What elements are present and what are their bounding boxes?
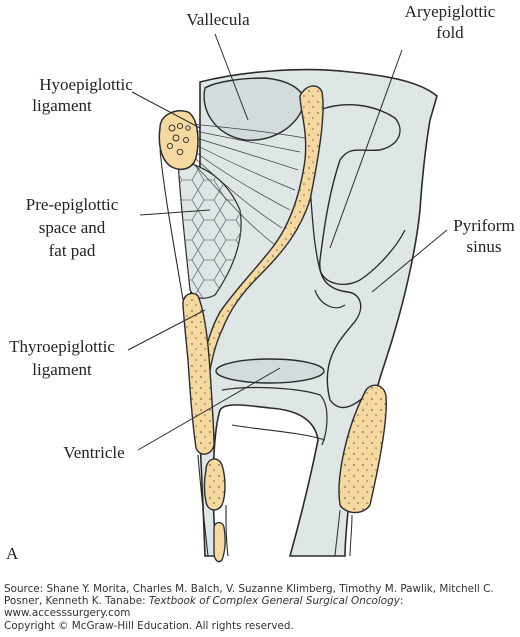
label-vallecula: Vallecula (186, 10, 250, 29)
caption-book-title: Textbook of Complex General Surgical Onc… (148, 595, 400, 608)
caption-colon: : (399, 595, 404, 608)
leader-lines (127, 33, 448, 451)
vocal-fold-contour (221, 386, 328, 446)
subglottic-contour (231, 424, 326, 441)
tracheal-ring (213, 521, 226, 563)
label-pyriform-1: Pyriform (453, 216, 514, 235)
label-ventricle: Ventricle (63, 443, 124, 462)
label-aryepiglottic-2: fold (436, 23, 464, 42)
label-preepiglottic-2: space and (39, 218, 106, 237)
source-caption: Source: Shane Y. Morita, Charles M. Balc… (4, 583, 516, 632)
aryepiglottic-fold-outline (307, 164, 406, 285)
label-aryepiglottic-1: Aryepiglottic (405, 2, 496, 21)
label-preepiglottic-1: Pre-epiglottic (26, 195, 119, 214)
posterior-tissue-lines (334, 509, 353, 557)
label-hyoepiglottic-1: Hyoepiglottic (39, 75, 133, 94)
caption-website[interactable]: www.accesssurgery.com (4, 607, 131, 620)
hyoepiglottic-ligament-fibres (189, 123, 306, 246)
label-preepiglottic-3: fat pad (49, 241, 96, 260)
caption-copyright: Copyright © McGraw-Hill Education. All r… (4, 619, 294, 632)
label-pyriform-2: sinus (467, 237, 502, 256)
anterior-soft-tissue-lines (159, 149, 229, 557)
panel-letter: A (6, 544, 19, 563)
caption-source: Source: Shane Y. Morita, Charles M. Balc… (4, 583, 494, 608)
hyoid-texture (166, 122, 191, 156)
ventricle-shape (215, 358, 325, 384)
label-thyroepiglottic-1: Thyroepiglottic (9, 337, 115, 356)
label-thyroepiglottic-2: ligament (32, 360, 92, 379)
laryngeal-lumen-contour (319, 104, 401, 409)
sinus-contour (314, 289, 346, 309)
label-hyoepiglottic-2: ligament (32, 96, 92, 115)
